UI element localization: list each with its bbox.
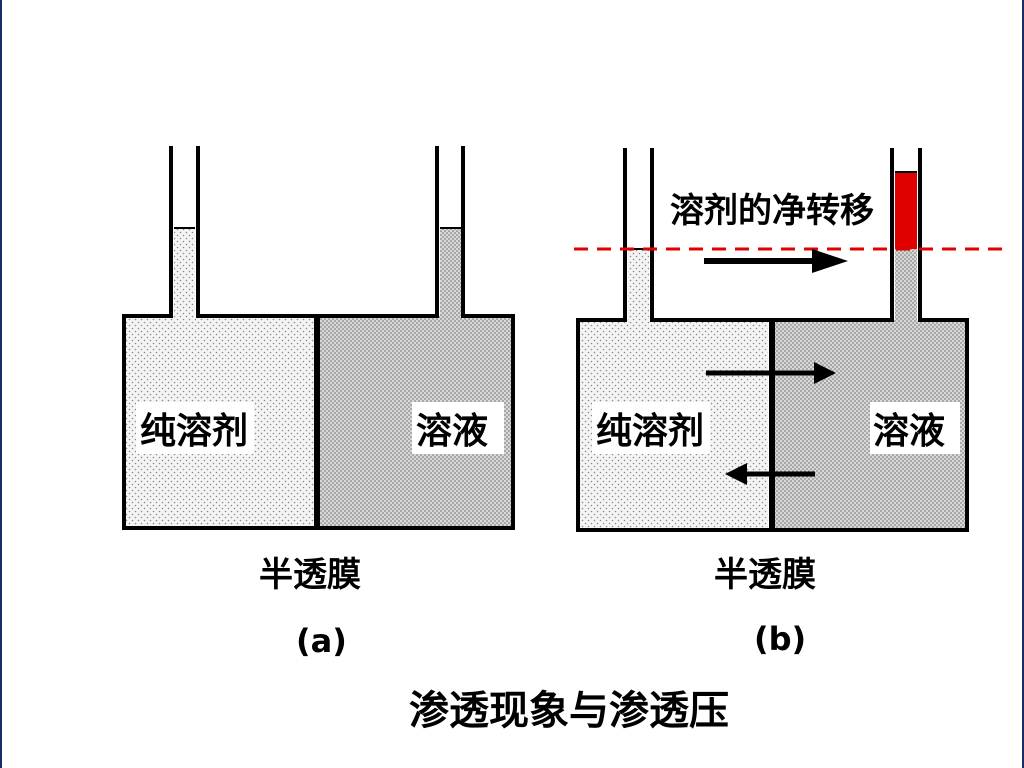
diagram-b: 溶剂的净转移 纯溶剂 溶液 半透膜 (b) <box>574 148 1010 658</box>
pure-solvent-label-b: 纯溶剂 <box>596 411 704 452</box>
panel-label-b: (b) <box>754 620 806 658</box>
right-tube-liquid-a <box>440 228 461 318</box>
right-tube-liquid-b <box>895 249 917 322</box>
membrane-label-a: 半透膜 <box>259 555 361 595</box>
panel-label-a: (a) <box>296 622 347 660</box>
solvent-flow-left-arrow <box>725 463 815 485</box>
diagram-a: 纯溶剂 溶液 半透膜 (a) <box>122 146 515 660</box>
left-tube-liquid-b <box>628 249 649 322</box>
membrane-label-b: 半透膜 <box>714 555 816 595</box>
left-tube-liquid-a <box>174 228 195 318</box>
solvent-flow-right-arrow <box>706 362 836 384</box>
osmotic-pressure-column <box>895 172 917 249</box>
solution-label-b: 溶液 <box>873 411 945 452</box>
slide-caption: 渗透现象与渗透压 <box>409 687 729 734</box>
net-transfer-arrow <box>704 249 848 273</box>
solution-label-a: 溶液 <box>416 411 488 452</box>
net-transfer-label: 溶剂的净转移 <box>670 191 874 231</box>
pure-solvent-label-a: 纯溶剂 <box>140 411 248 452</box>
